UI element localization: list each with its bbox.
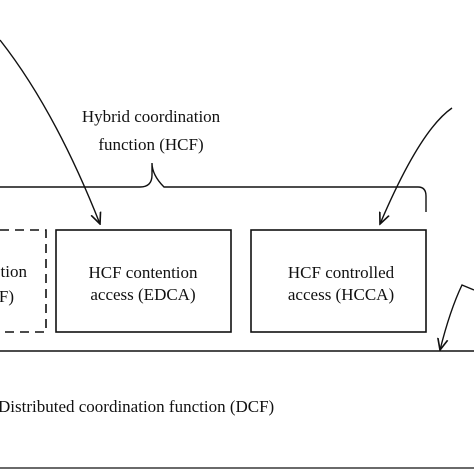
left-dashed-box bbox=[0, 229, 47, 333]
hcf-label-line1: Hybrid coordination bbox=[82, 107, 221, 126]
edca-box-line2: access (EDCA) bbox=[90, 285, 195, 304]
edca-box bbox=[55, 229, 232, 333]
hcca-box bbox=[250, 229, 427, 333]
edca-box-line1: HCF contention bbox=[88, 263, 198, 282]
left-box-line1: tion bbox=[1, 262, 28, 281]
arrow-to-hcca bbox=[380, 107, 453, 224]
dcf-label: Distributed coordination function (DCF) bbox=[0, 397, 274, 416]
hcca-box-line1: HCF controlled bbox=[288, 263, 395, 282]
hcf-brace bbox=[0, 162, 427, 212]
left-box-line2: F) bbox=[0, 287, 14, 306]
hcca-box-line2: access (HCCA) bbox=[288, 285, 394, 304]
arrow-to-dcf-line bbox=[440, 284, 474, 350]
arrow-to-edca bbox=[0, 39, 100, 224]
hcf-label-line2: function (HCF) bbox=[98, 135, 203, 154]
